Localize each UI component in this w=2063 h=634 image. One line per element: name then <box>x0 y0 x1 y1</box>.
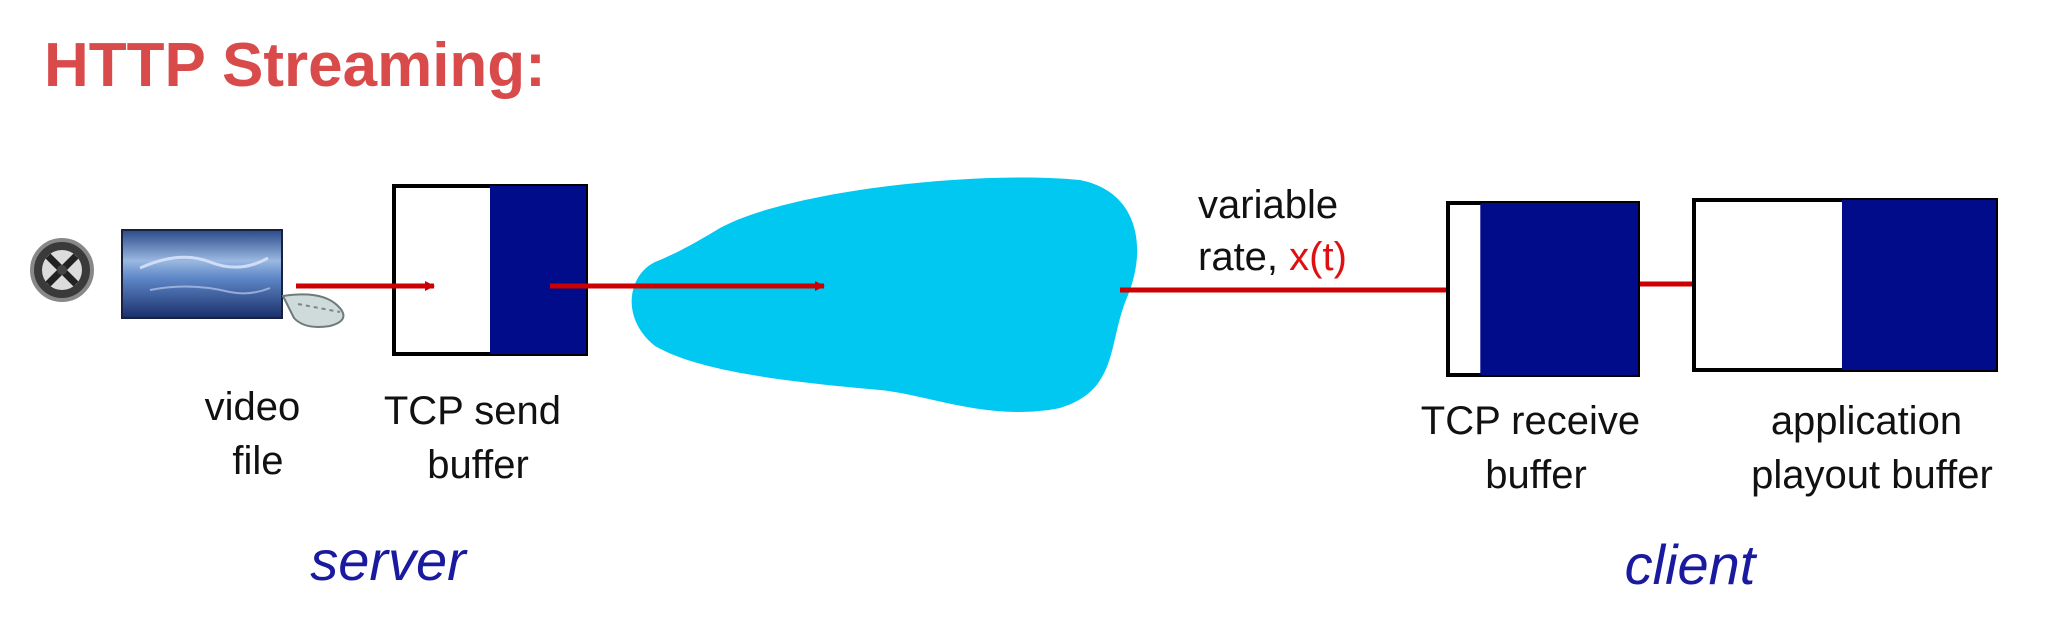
server-label: server <box>310 529 468 592</box>
client-label: client <box>1625 533 1758 596</box>
tcp-receive-buffer-fill <box>1480 203 1638 375</box>
rate-symbol: x(t) <box>1289 235 1347 279</box>
application-playout-buffer <box>1692 198 1998 372</box>
film-strip-icon <box>281 293 345 328</box>
tcp-send-buffer-label: TCP send buffer <box>384 389 572 487</box>
playout-buffer-fill <box>1841 200 1996 370</box>
network-cloud-icon <box>631 177 1138 412</box>
video-file-label: video file <box>205 385 312 483</box>
playout-buffer-label: application playout buffer <box>1751 399 1993 497</box>
tcp-receive-buffer <box>1446 201 1640 377</box>
rate-label-line2: rate, x(t) <box>1198 235 1347 279</box>
video-frame-icon <box>121 229 283 319</box>
film-reel-icon <box>30 238 94 302</box>
tcp-receive-buffer-label: TCP receive buffer <box>1421 399 1651 497</box>
tcp-send-buffer <box>392 184 588 356</box>
page-title: HTTP Streaming: <box>44 31 546 100</box>
tcp-send-buffer-fill <box>490 186 586 354</box>
rate-label-line1: variable <box>1198 183 1338 227</box>
